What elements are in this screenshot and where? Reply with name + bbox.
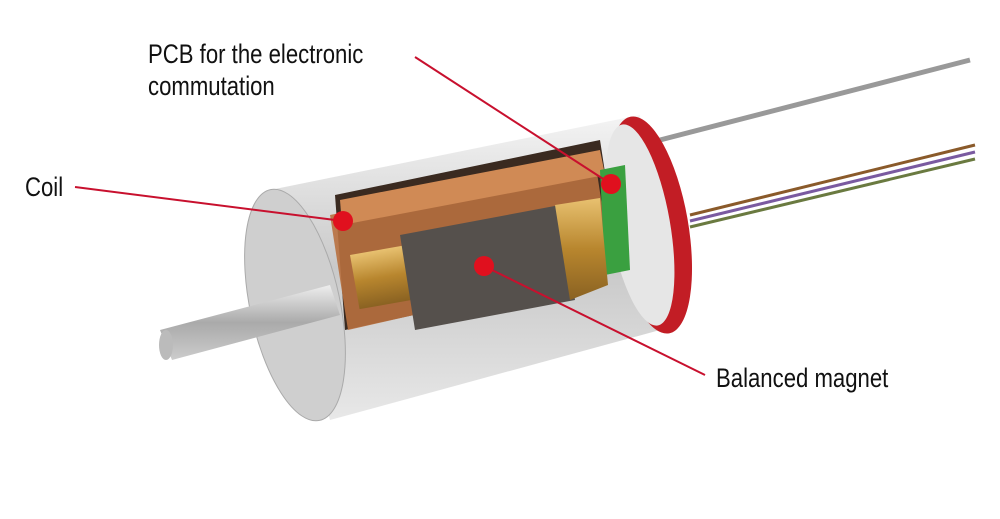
coil-label: Coil xyxy=(25,172,64,202)
callout-lines xyxy=(74,56,706,376)
pcb-label-line1: PCB for the electronic xyxy=(148,39,364,69)
pcb-label-line2: commutation xyxy=(148,71,275,101)
coil-marker xyxy=(333,211,353,231)
wires xyxy=(659,57,976,229)
shaft xyxy=(160,285,340,360)
pcb-label: PCB for the electronic commutation xyxy=(148,38,363,102)
magnet-marker xyxy=(474,256,494,276)
pcb-marker xyxy=(601,174,621,194)
magnet-label: Balanced magnet xyxy=(716,363,889,393)
